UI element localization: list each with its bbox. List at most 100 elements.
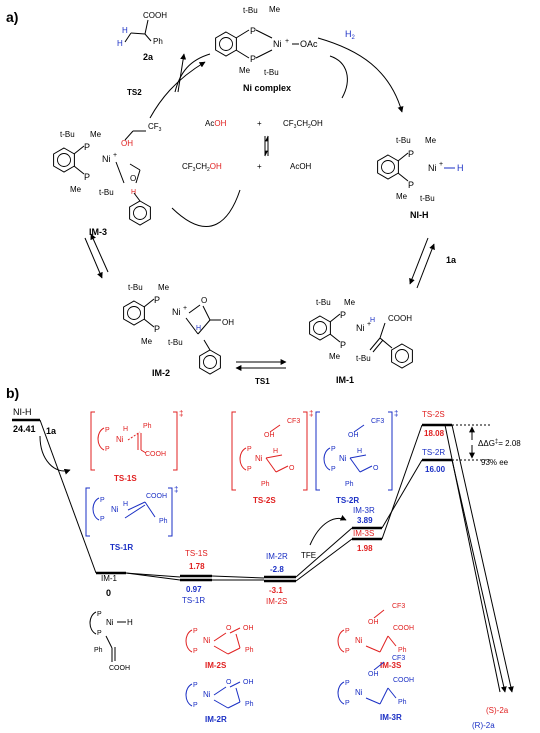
- svg-text:16.00: 16.00: [425, 465, 446, 474]
- svg-text:Ph: Ph: [398, 647, 407, 654]
- svg-text:Ni: Ni: [106, 618, 114, 627]
- svg-text:Ni: Ni: [203, 636, 211, 645]
- svg-text:IM-3R: IM-3R: [380, 713, 402, 722]
- ts-2s-box: ‡ P P Ni OH CF3 H O Ph TS-2S: [231, 409, 313, 505]
- svg-text:-2.8: -2.8: [270, 565, 284, 574]
- svg-text:P: P: [331, 446, 336, 453]
- svg-text:P: P: [250, 26, 256, 36]
- svg-text:CF3: CF3: [392, 655, 405, 662]
- svg-text:18.08: 18.08: [424, 429, 445, 438]
- ee-label: 93% ee: [481, 458, 509, 467]
- svg-text:Ph: Ph: [143, 423, 152, 430]
- r-product: (R)-2a: [472, 721, 495, 730]
- svg-text:Me: Me: [329, 352, 341, 361]
- svg-text:t-Bu: t-Bu: [420, 194, 435, 203]
- svg-text:‡: ‡: [179, 409, 183, 418]
- svg-text:0.97: 0.97: [186, 585, 202, 594]
- svg-text:P: P: [193, 628, 198, 635]
- svg-text:IM-2R: IM-2R: [205, 715, 227, 724]
- svg-text:t-Bu: t-Bu: [99, 188, 114, 197]
- svg-text:H: H: [127, 618, 133, 627]
- svg-text:Ph: Ph: [261, 481, 270, 488]
- svg-text:P: P: [154, 324, 160, 334]
- ni-complex-label: Ni complex: [243, 83, 291, 93]
- svg-text:Ni: Ni: [356, 323, 365, 333]
- svg-text:OH: OH: [222, 318, 234, 327]
- svg-text:Ph: Ph: [153, 37, 163, 46]
- svg-text:Ni: Ni: [355, 636, 363, 645]
- svg-text:H: H: [357, 448, 362, 455]
- ts1-label: TS1: [255, 377, 270, 386]
- svg-text:TS-2R: TS-2R: [422, 448, 445, 457]
- svg-text:H: H: [370, 317, 375, 324]
- svg-text:Me: Me: [396, 192, 408, 201]
- svg-text:COOH: COOH: [393, 677, 414, 684]
- svg-text:3.89: 3.89: [357, 516, 373, 525]
- svg-text:Ni: Ni: [273, 39, 282, 49]
- bottom-im-2r: P P Ni OH O Ph IM-2R: [185, 679, 254, 724]
- acoh-label: AcOH: [205, 119, 227, 128]
- bottom-im-1: P P Ni H Ph COOH: [89, 611, 133, 672]
- im-1-structure: t-Bu Me P Ni + H COOH P Me t-Bu IM-1: [309, 298, 413, 385]
- bottom-im-2s: P P Ni OH O Ph IM-2S: [185, 625, 254, 670]
- svg-text:TS-1R: TS-1R: [182, 596, 205, 605]
- svg-text:t-Bu: t-Bu: [243, 6, 258, 15]
- svg-text:1.98: 1.98: [357, 544, 373, 553]
- svg-text:OH: OH: [264, 432, 275, 439]
- svg-text:P: P: [340, 340, 346, 350]
- svg-text:+: +: [367, 321, 371, 328]
- svg-text:O: O: [226, 625, 232, 632]
- svg-text:H: H: [123, 426, 128, 433]
- level-ni-h-name: NI-H: [13, 407, 32, 417]
- svg-text:0: 0: [106, 588, 111, 598]
- svg-text:Me: Me: [158, 283, 170, 292]
- svg-text:OH: OH: [243, 679, 254, 686]
- svg-text:t-Bu: t-Bu: [316, 298, 331, 307]
- svg-text:CF3: CF3: [148, 122, 162, 133]
- svg-text:IM-2S: IM-2S: [205, 661, 227, 670]
- svg-text:COOH: COOH: [388, 314, 412, 323]
- svg-text:Ph: Ph: [398, 699, 407, 706]
- svg-text:Ni: Ni: [172, 307, 181, 317]
- svg-text:Ni: Ni: [339, 454, 347, 463]
- panel-a-label: a): [6, 9, 18, 25]
- svg-text:COOH: COOH: [109, 665, 130, 672]
- panel-b-label: b): [6, 385, 19, 401]
- svg-text:OH: OH: [243, 625, 254, 632]
- h2-branch-arrow: [329, 55, 348, 99]
- s-product: (S)-2a: [486, 706, 509, 715]
- svg-text:IM-2R: IM-2R: [266, 552, 288, 561]
- svg-text:‡: ‡: [309, 409, 313, 418]
- bottom-im-3s: P P Ni OH CF3 COOH Ph IM-3S: [337, 603, 414, 670]
- svg-text:P: P: [154, 295, 160, 305]
- svg-text:Ni: Ni: [255, 454, 263, 463]
- svg-text:CF3CH2OH: CF3CH2OH: [283, 119, 323, 130]
- ddg-label: ΔΔG‡= 2.08: [478, 439, 521, 448]
- svg-text:t-Bu: t-Bu: [356, 354, 371, 363]
- svg-text:Me: Me: [90, 130, 102, 139]
- svg-text:P: P: [100, 497, 105, 504]
- svg-text:O: O: [226, 679, 232, 686]
- svg-text:O: O: [373, 465, 379, 472]
- svg-text:+: +: [439, 161, 443, 168]
- svg-text:P: P: [193, 682, 198, 689]
- svg-text:P: P: [193, 648, 198, 655]
- svg-text:1.78: 1.78: [189, 562, 205, 571]
- svg-text:COOH: COOH: [145, 451, 166, 458]
- ts-1s-box: ‡ P P Ni H Ph COOH TS-1S: [90, 409, 183, 483]
- svg-text:CF3: CF3: [371, 418, 384, 425]
- svg-text:H: H: [273, 448, 278, 455]
- svg-text:P: P: [408, 149, 414, 159]
- svg-text:COOH: COOH: [143, 11, 167, 20]
- svg-text:O: O: [289, 465, 295, 472]
- svg-text:P: P: [105, 427, 110, 434]
- svg-text:P: P: [247, 446, 252, 453]
- cycle-arrow-h2: [317, 37, 404, 113]
- svg-text:O: O: [201, 296, 207, 305]
- svg-text:P: P: [100, 516, 105, 523]
- svg-text:P: P: [97, 630, 102, 637]
- svg-text:1a: 1a: [446, 255, 457, 265]
- svg-text:P: P: [247, 466, 252, 473]
- svg-text:Ph: Ph: [245, 701, 254, 708]
